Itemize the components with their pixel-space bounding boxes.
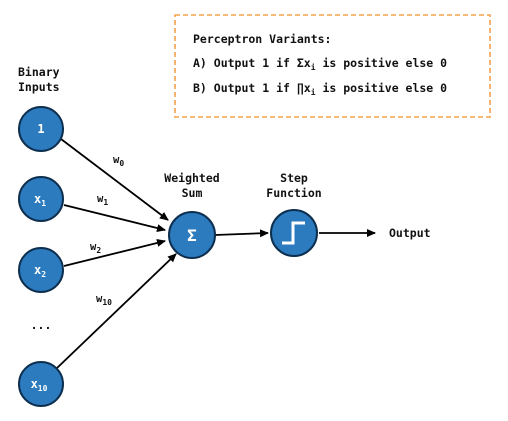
sum-symbol: Σ <box>187 226 197 245</box>
input-node-x1-label: x1 <box>34 192 46 208</box>
input-node-x10-label: x10 <box>31 377 48 393</box>
inputs-label-line1: Binary <box>18 65 60 79</box>
variants-box: Perceptron Variants: A) Output 1 if Σxi … <box>174 14 491 118</box>
variants-box-border <box>174 14 491 118</box>
input-node-bias-label: 1 <box>37 122 44 136</box>
variant-b: B) Output 1 if ∏xi is positive else 0 <box>193 81 447 97</box>
sum-label-line1: Weighted <box>164 171 219 185</box>
weight-w0: w0 <box>113 154 124 168</box>
weight-w1: w1 <box>97 193 108 207</box>
edge-x10-to-sum <box>56 253 177 369</box>
output-label: Output <box>389 226 431 240</box>
inputs-label-line2: Inputs <box>18 80 60 94</box>
weight-w2: w2 <box>90 241 101 255</box>
input-node-x2: x2 <box>18 247 64 293</box>
edge-sum-to-step <box>214 229 269 238</box>
input-ellipsis: ... <box>31 318 52 332</box>
variants-title: Perceptron Variants: <box>193 32 331 46</box>
step-label-line1: Step <box>280 171 308 185</box>
input-node-x1: x1 <box>18 176 64 222</box>
edge-bias-to-sum <box>60 138 169 221</box>
input-node-x2-label: x2 <box>34 263 46 279</box>
step-function-icon <box>282 221 305 245</box>
sum-node: Σ <box>168 211 216 259</box>
sum-label-line2: Sum <box>182 186 203 200</box>
input-node-bias: 1 <box>18 106 64 152</box>
step-node <box>270 209 318 257</box>
weight-w10: w10 <box>96 293 112 307</box>
variant-a: A) Output 1 if Σxi is positive else 0 <box>193 56 447 72</box>
edge-x1-to-sum <box>63 204 166 232</box>
step-label-line2: Function <box>266 186 321 200</box>
edge-x2-to-sum <box>63 239 166 267</box>
input-node-x10: x10 <box>18 361 64 407</box>
